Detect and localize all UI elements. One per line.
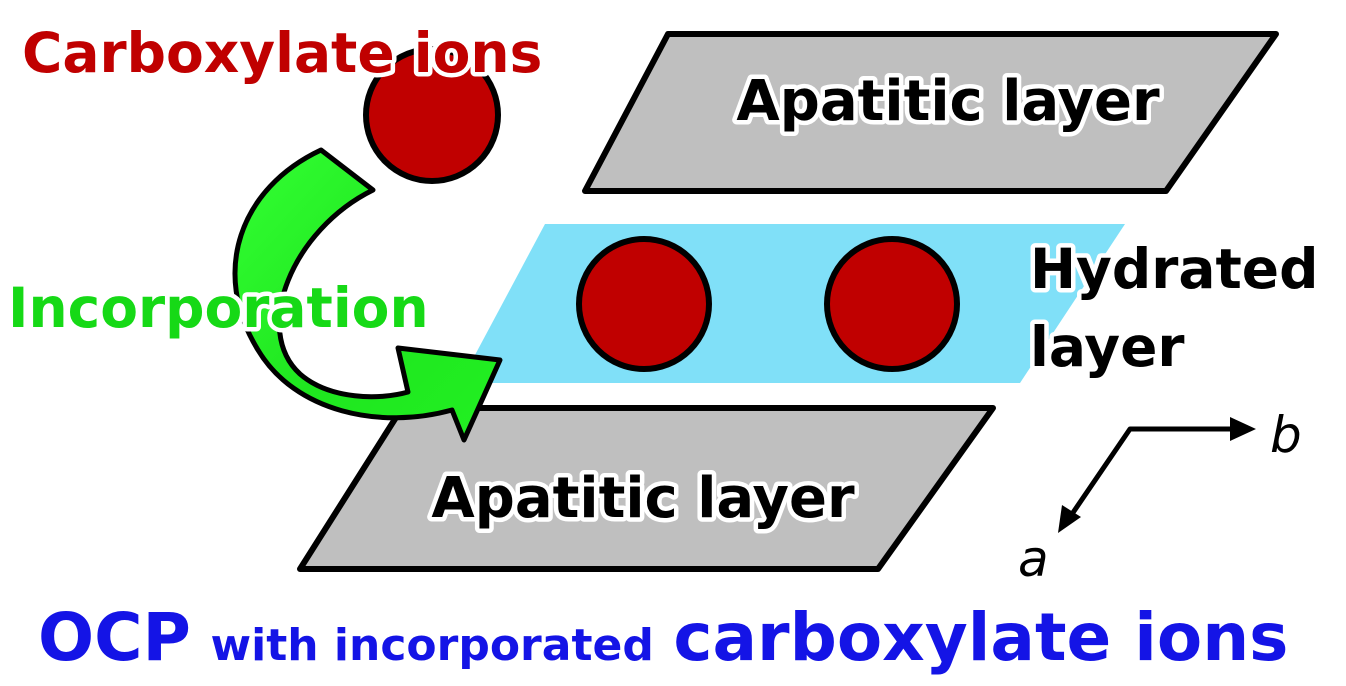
axis-b-arrowhead — [1230, 417, 1256, 441]
caption-part1: OCP — [38, 599, 191, 676]
carboxylate-ions-label: Carboxylate ions — [22, 21, 542, 85]
caption-part3: carboxylate ions — [673, 599, 1288, 676]
caption: OCP with incorporated carboxylate ions — [38, 599, 1288, 676]
apatitic-layer-bottom — [297, 405, 996, 572]
axis-a-arrowhead — [1058, 505, 1081, 533]
apatitic-layer-top — [582, 31, 1279, 194]
caption-part2: with incorporated — [211, 620, 654, 671]
carboxylate-ion-left — [576, 236, 712, 372]
hydrated-layer-label-line2: layer — [1030, 315, 1185, 379]
hydrated-layer-label-line1: Hydrated — [1030, 237, 1318, 301]
incorporation-arrow — [232, 147, 503, 443]
apatitic-layer-top-label: Apatitic layer — [736, 69, 1160, 134]
axis-b-arrow — [1067, 426, 1232, 519]
incorporation-label: Incorporation — [8, 276, 429, 340]
carboxylate-ion-right — [824, 236, 960, 372]
axis-b-label: b — [1270, 406, 1302, 464]
axis-a-label: a — [1018, 530, 1049, 588]
hydrated-layer — [460, 224, 1125, 383]
crystal-axes: b a — [1018, 406, 1302, 588]
carboxylate-ion-free — [363, 46, 501, 184]
apatitic-layer-bottom-label: Apatitic layer — [431, 466, 855, 531]
